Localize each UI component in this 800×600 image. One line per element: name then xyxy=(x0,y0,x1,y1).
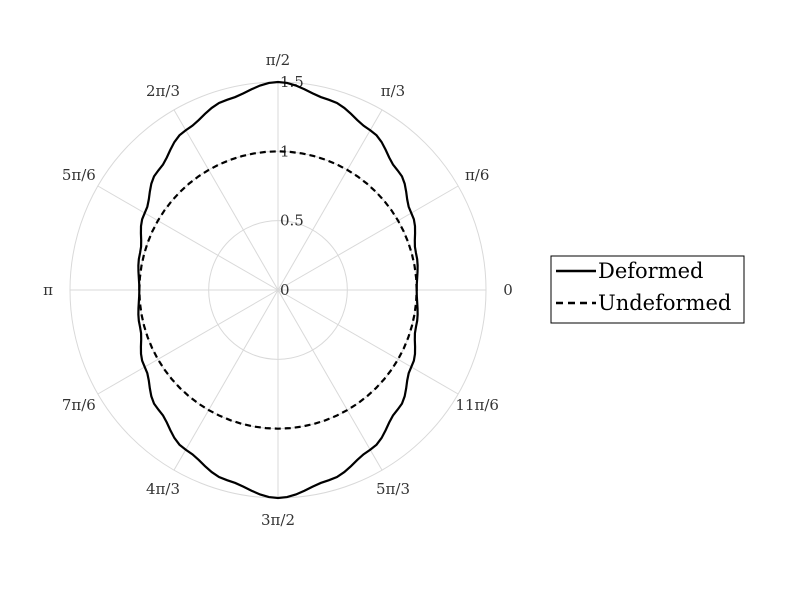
theta-grid-spoke-5 xyxy=(97,185,279,291)
theta-grid-spoke-10 xyxy=(277,289,383,471)
theta-tick-label: 3π/2 xyxy=(261,511,295,529)
legend-label-undeformed: Undeformed xyxy=(598,291,731,315)
theta-tick-label: π/3 xyxy=(381,82,405,100)
theta-tick-label: π/6 xyxy=(465,166,489,184)
theta-tick-label: 0 xyxy=(503,281,513,299)
legend-label-deformed: Deformed xyxy=(598,259,704,283)
theta-tick-labels: 0 π/6 π/3 π/2 2π/3 5π/6 π 7π/6 4π/3 3π/2 5π/3 11π/6 xyxy=(43,51,513,529)
theta-tick-label: 5π/3 xyxy=(376,480,410,498)
theta-grid-spoke-1 xyxy=(277,185,459,291)
polar-grid xyxy=(69,81,487,499)
theta-grid-spoke-4 xyxy=(173,109,279,291)
theta-tick-label: 5π/6 xyxy=(62,166,96,184)
theta-grid-spoke-7 xyxy=(97,289,279,395)
r-tick-label: 0.5 xyxy=(280,212,304,230)
theta-tick-label: π/2 xyxy=(266,51,290,69)
r-tick-label: 0 xyxy=(280,281,290,299)
theta-tick-label: 7π/6 xyxy=(62,396,96,414)
theta-tick-label: π xyxy=(43,281,53,299)
theta-tick-label: 11π/6 xyxy=(455,396,499,414)
theta-grid-spoke-2 xyxy=(277,109,383,291)
theta-tick-label: 2π/3 xyxy=(146,82,180,100)
legend-box xyxy=(550,255,745,324)
legend: Deformed Undeformed xyxy=(550,255,745,324)
theta-tick-label: 4π/3 xyxy=(146,480,180,498)
series-line-undeformed xyxy=(138,150,418,430)
theta-grid-spoke-11 xyxy=(277,289,459,395)
series-lines xyxy=(137,80,419,500)
theta-grid-spoke-8 xyxy=(173,289,279,471)
